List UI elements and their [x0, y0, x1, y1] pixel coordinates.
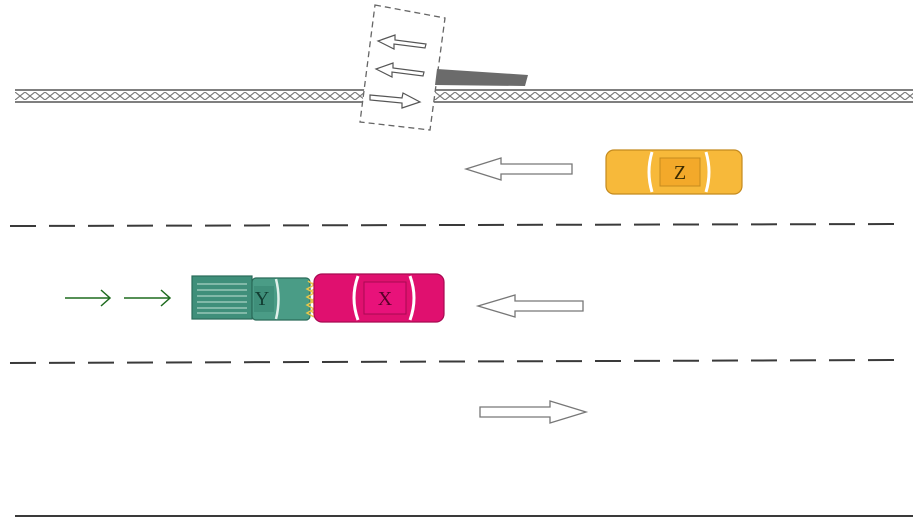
lane-divider-lower [9, 359, 906, 364]
vehicle-x-label: X [378, 288, 393, 310]
flow-arrow-left-2-icon [475, 294, 584, 318]
lane-divider-upper [9, 223, 906, 227]
median-barrier [15, 89, 913, 103]
vehicle-x: X [313, 273, 445, 323]
sign-left-arrow-2-icon [374, 62, 425, 78]
flow-arrow-right-icon [479, 400, 589, 424]
sign-right-arrow-icon [369, 92, 422, 109]
vehicle-z-label: Z [674, 162, 686, 184]
vehicle-y: Y [191, 275, 311, 321]
sign-left-arrow-1-icon [376, 34, 427, 50]
travel-arrow-1-icon [65, 289, 112, 307]
flow-arrow-left-1-icon [463, 157, 573, 181]
travel-arrow-2-icon [124, 289, 172, 307]
vehicle-z: Z [605, 149, 743, 195]
sign-post [435, 69, 528, 86]
overhead-sign [359, 4, 528, 131]
vehicle-y-label: Y [255, 288, 269, 310]
